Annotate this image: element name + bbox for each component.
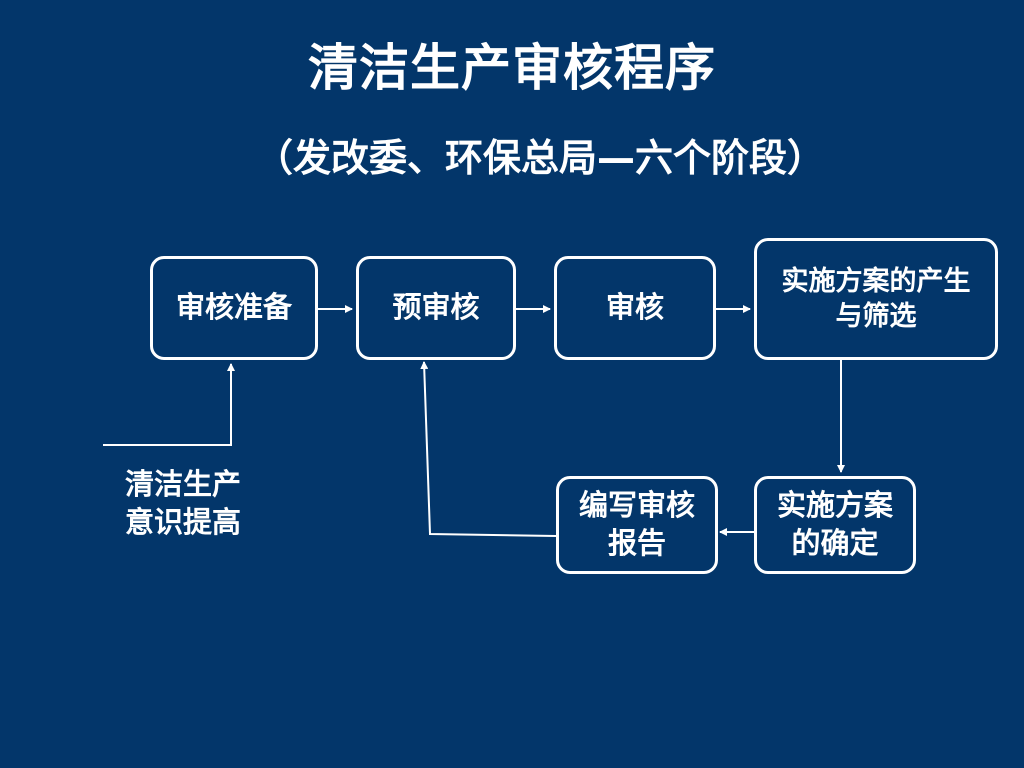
arrow-step6-to-step2 [420,361,557,537]
step-box-option-confirmation: 实施方案 的确定 [754,476,916,574]
awareness-note-line2: 意识提高 [124,504,241,539]
step-label-audit: 审核 [605,290,664,325]
step-label-option-confirmation-line2: 的确定 [791,526,879,560]
step-box-pre-audit: 预审核 [356,256,516,360]
step-box-audit-report: 编写审核 报告 [556,476,718,574]
awareness-note: 清洁生产 意识提高 [108,466,258,541]
awareness-note-line1: 清洁生产 [124,467,241,501]
step-label-audit-report-line1: 编写审核 [578,488,695,523]
step-label-pre-audit: 预审核 [392,290,480,325]
step-label-option-confirmation-line1: 实施方案 [776,488,893,523]
arrow-awareness-to-step1 [103,363,235,446]
step-label-audit-report-line2: 报告 [607,526,666,560]
page-subtitle: （发改委、环保总局—六个阶段） [254,136,825,180]
step-box-audit-preparation: 审核准备 [150,256,318,360]
step-label-option-generation-line2: 与筛选 [835,301,917,332]
page-title: 清洁生产审核程序 [308,39,716,97]
step-box-option-generation: 实施方案的产生 与筛选 [754,238,998,360]
step-label-option-generation-line1: 实施方案的产生 [781,265,971,297]
step-label-audit-preparation: 审核准备 [175,290,292,325]
step-box-audit: 审核 [554,256,716,360]
